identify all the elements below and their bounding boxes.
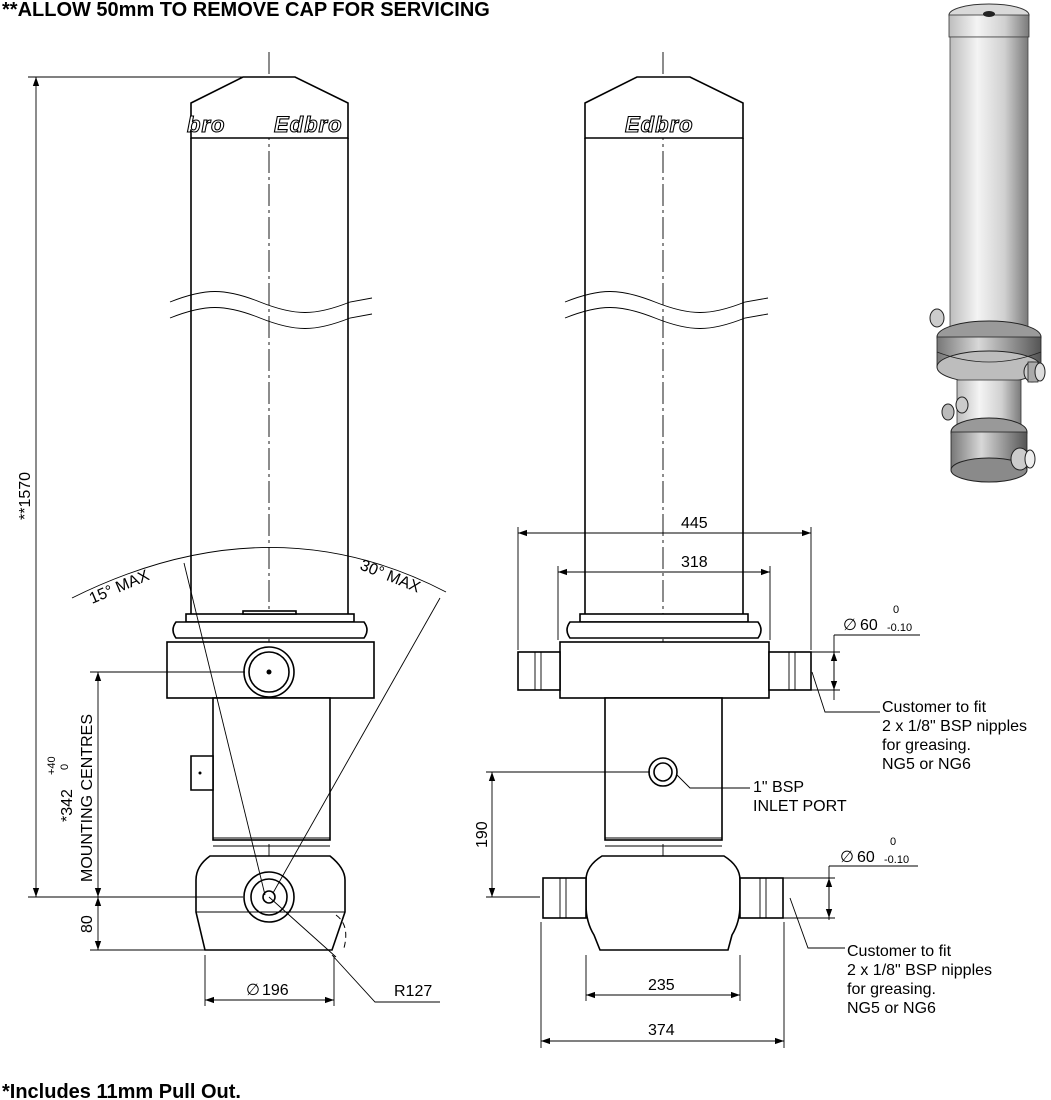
base-diameter-label: 196 (262, 982, 289, 999)
lower-pin-tol-lower: -0.10 (884, 854, 909, 866)
side-view: Edbro bro 15° MAX 30° M (17, 52, 447, 1006)
angle-left-label: 15° MAX (87, 567, 152, 608)
lower-note-line-3: for greasing. (847, 981, 936, 998)
mounting-centres-label: MOUNTING CENTRES (79, 714, 96, 882)
side-logo-partial: bro (187, 112, 225, 137)
lower-note-line-1: Customer to fit (847, 943, 952, 960)
radius-label: R127 (394, 983, 432, 1000)
front-logo: Edbro (625, 112, 694, 137)
upper-pin-diameter-label: 60 (860, 617, 878, 634)
lower-note-line-2: 2 x 1/8" BSP nipples (847, 962, 992, 979)
lower-pin-tol-upper: 0 (890, 836, 896, 848)
base-diameter-symbol: ∅ (246, 982, 260, 999)
collar-width-label: 318 (681, 554, 708, 571)
product-3d-preview: Edbro (929, 3, 1046, 483)
pin-span-label: 374 (648, 1022, 675, 1039)
lower-pin-diameter-label: 60 (857, 849, 875, 866)
overall-height-label: **1570 (17, 472, 34, 520)
front-view: Edbro 445 (474, 52, 1027, 1048)
angle-right-label: 30° MAX (358, 557, 423, 597)
lower-pin-diameter-symbol: ∅ (840, 849, 854, 866)
lower-note-line-4: NG5 or NG6 (847, 1000, 936, 1017)
mounting-centres-tol-upper: +40 (46, 756, 58, 775)
inlet-height-label: 190 (474, 821, 491, 848)
inlet-port-line-1: 1" BSP (753, 779, 804, 796)
upper-note-line-2: 2 x 1/8" BSP nipples (882, 718, 1027, 735)
mounting-centres-value: *342 (59, 789, 76, 822)
base-height-label: 80 (79, 915, 96, 933)
trunnion-width-label: 445 (681, 515, 708, 532)
mounting-centres-tol-lower: 0 (59, 764, 71, 770)
bottom-note: *Includes 11mm Pull Out. (2, 1081, 241, 1100)
upper-note-line-3: for greasing. (882, 737, 971, 754)
upper-note-line-4: NG5 or NG6 (882, 756, 971, 773)
upper-pin-tol-lower: -0.10 (887, 622, 912, 634)
top-note: **ALLOW 50mm TO REMOVE CAP FOR SERVICING (2, 0, 490, 21)
side-logo: Edbro (274, 112, 343, 137)
upper-pin-diameter-symbol: ∅ (843, 617, 857, 634)
inlet-port-line-2: INLET PORT (753, 798, 847, 815)
upper-pin-tol-upper: 0 (893, 604, 899, 616)
base-width-label: 235 (648, 977, 675, 994)
upper-note-line-1: Customer to fit (882, 699, 987, 716)
